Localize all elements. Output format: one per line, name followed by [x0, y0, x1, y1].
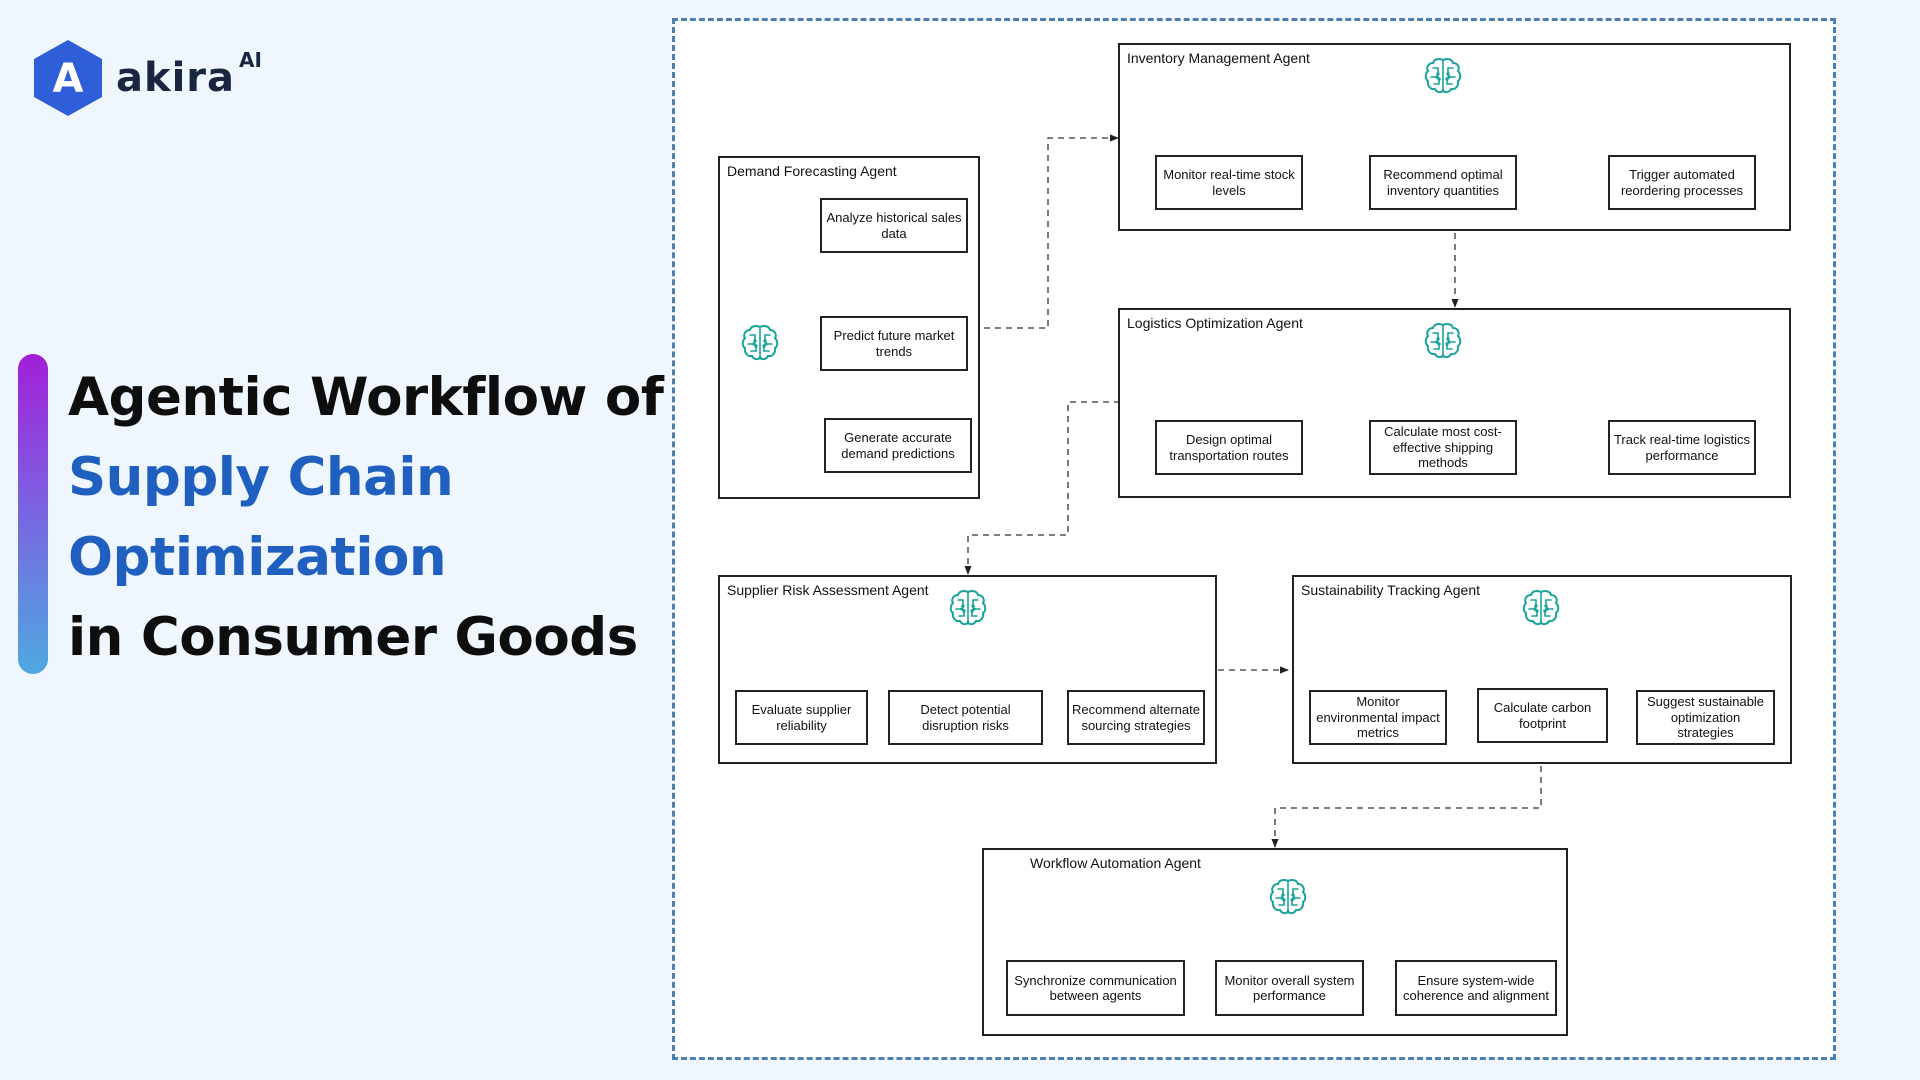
brand-name: akira	[116, 55, 236, 101]
brand-superscript: AI	[239, 48, 262, 72]
task-design-routes[interactable]: Design optimal transportation routes	[1155, 420, 1303, 475]
task-ensure-coherence[interactable]: Ensure system-wide coherence and alignme…	[1395, 960, 1557, 1016]
title-line-4: in Consumer Goods	[68, 607, 638, 668]
connector-logistics-to-supplier	[964, 401, 1120, 575]
title-line-3: Optimization	[68, 527, 447, 588]
task-evaluate-suppliers[interactable]: Evaluate supplier reliability	[735, 690, 868, 745]
connector-sustainability-to-workflow	[1271, 766, 1542, 848]
brain-circuit-icon	[1422, 320, 1464, 362]
logo-mark-letter: A	[53, 56, 84, 102]
task-predict-trends[interactable]: Predict future market trends	[820, 316, 968, 371]
brain-circuit-icon	[1267, 876, 1309, 918]
task-detect-risks[interactable]: Detect potential disruption risks	[888, 690, 1043, 745]
title-line-2: Supply Chain	[68, 447, 454, 508]
agent-title: Demand Forecasting Agent	[727, 163, 897, 179]
workflow-diagram: Demand Forecasting Agent Analyze histori…	[672, 18, 1836, 1060]
agent-title: Sustainability Tracking Agent	[1301, 582, 1480, 598]
task-monitor-stock[interactable]: Monitor real-time stock levels	[1155, 155, 1303, 210]
brain-circuit-icon	[1422, 55, 1464, 97]
task-monitor-performance[interactable]: Monitor overall system performance	[1215, 960, 1364, 1016]
task-environmental-metrics[interactable]: Monitor environmental impact metrics	[1309, 690, 1447, 745]
task-synchronize-communication[interactable]: Synchronize communication between agents	[1006, 960, 1185, 1016]
task-sustainable-strategies[interactable]: Suggest sustainable optimization strateg…	[1636, 690, 1775, 745]
agent-title: Supplier Risk Assessment Agent	[727, 582, 929, 598]
connector-demand-to-inventory	[984, 134, 1119, 329]
agent-title: Workflow Automation Agent	[1030, 855, 1201, 871]
brain-circuit-icon	[947, 587, 989, 629]
task-recommend-quantities[interactable]: Recommend optimal inventory quantities	[1369, 155, 1517, 210]
task-alternate-sourcing[interactable]: Recommend alternate sourcing strategies	[1067, 690, 1205, 745]
akira-logo-icon: A	[34, 40, 102, 116]
task-analyze-sales[interactable]: Analyze historical sales data	[820, 198, 968, 253]
accent-bar	[18, 354, 48, 674]
agent-title: Logistics Optimization Agent	[1127, 315, 1303, 331]
agent-title: Inventory Management Agent	[1127, 50, 1310, 66]
task-calculate-shipping[interactable]: Calculate most cost-effective shipping m…	[1369, 420, 1517, 475]
brand-logo[interactable]: A akira AI	[32, 38, 262, 118]
page-title: Agentic Workflow of Supply Chain Optimiz…	[68, 358, 664, 678]
brain-circuit-icon	[1520, 587, 1562, 629]
title-line-1: Agentic Workflow of	[68, 367, 664, 428]
task-track-logistics[interactable]: Track real-time logistics performance	[1608, 420, 1756, 475]
task-generate-predictions[interactable]: Generate accurate demand predictions	[824, 418, 972, 473]
task-carbon-footprint[interactable]: Calculate carbon footprint	[1477, 688, 1608, 743]
brain-circuit-icon	[739, 322, 781, 364]
task-trigger-reordering[interactable]: Trigger automated reordering processes	[1608, 155, 1756, 210]
